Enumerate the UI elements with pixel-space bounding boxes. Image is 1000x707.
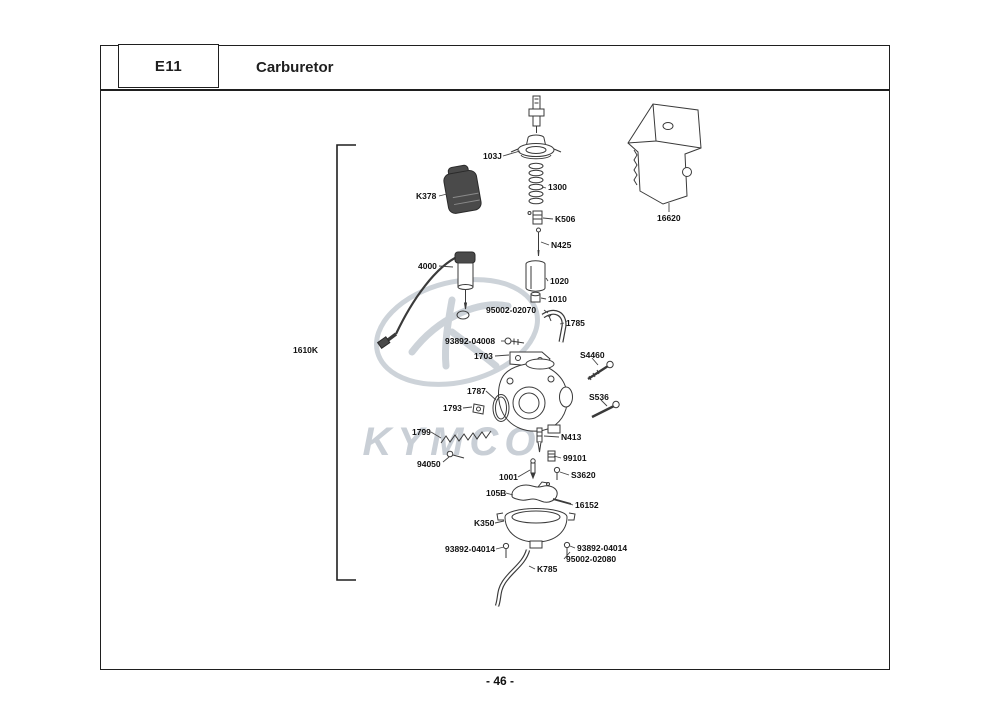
part-label-K785: K785 [537,564,558,574]
leader-lines [430,150,670,570]
part-label-1787: 1787 [467,386,486,396]
part-N413-needle-jet [536,427,543,453]
page-number: - 46 - [485,674,514,688]
part-N425-jet-needle [536,227,541,257]
part-1020-throttle-slide [525,260,546,292]
part-1799-spring [440,430,492,444]
part-label-1010: 1010 [548,294,567,304]
part-label-93892-04014-left: 93892-04014 [445,544,496,554]
page-frame: E11 Carburetor [100,44,890,670]
part-label-1793: 1793 [443,403,462,413]
section-title: Carburetor [256,59,334,76]
part-label-K378: K378 [416,191,437,201]
part-label-103J: 103J [483,151,502,161]
parts [376,95,702,607]
part-label-93892-04014-right: 93892-04014 [577,543,628,553]
part-label-16152: 16152 [575,500,599,510]
part-label-S4460: S4460 [580,350,605,360]
part-K785-drain-tube [494,549,531,607]
part-label-K506: K506 [555,214,576,224]
part-label-1001: 1001 [499,472,518,482]
part-label-4000: 4000 [418,261,437,271]
part-1300-spring [528,162,544,205]
part-carb-body [498,358,573,434]
part-label-105B: 105B [486,488,507,498]
part-1793-clip [472,403,485,415]
section-code-box: E11 [118,44,219,89]
part-16620-bracket [627,103,702,205]
part-label-K350: K350 [474,518,495,528]
part-4000-throttle-valve [376,251,476,350]
part-label-99101: 99101 [563,453,587,463]
part-1010-seat [530,291,541,303]
part-K350-float-bowl [496,508,576,549]
part-label-N425: N425 [551,240,572,250]
part-103J-top-cap [510,134,562,160]
part-label-1610K: 1610K [293,345,319,355]
section-code: E11 [154,57,183,75]
part-label-95002-02080: 95002-02080 [566,554,617,564]
part-label-1020: 1020 [550,276,569,286]
cable-adjuster [528,95,545,133]
part-S3620-screw [553,466,561,480]
part-K378-cap [443,164,482,214]
part-label-1785: 1785 [566,318,585,328]
part-label-1799: 1799 [412,427,431,437]
part-K506-clip [527,210,543,225]
assembly-bracket-1610K [336,144,356,581]
part-1787-oring [492,394,510,422]
part-label-16620: 16620 [657,213,681,223]
part-1785-fuel-pipe [541,309,567,343]
part-label-S536: S536 [589,392,609,402]
part-label-N413: N413 [561,432,582,442]
part-label-93892-04008: 93892-04008 [445,336,496,346]
part-label-1703: 1703 [474,351,493,361]
part-94050-screw [446,450,465,459]
part-93892-04014-screw-left [502,542,510,558]
part-S536-screw [591,400,620,419]
part-105B-float [511,481,558,503]
part-label-95002-02070: 95002-02070 [486,305,537,315]
part-1001-float-valve [530,458,536,480]
part-S4460-screw [587,360,614,381]
header-divider [101,89,889,91]
part-label-1300: 1300 [548,182,567,192]
part-label-94050: 94050 [417,459,441,469]
part-label-S3620: S3620 [571,470,596,480]
